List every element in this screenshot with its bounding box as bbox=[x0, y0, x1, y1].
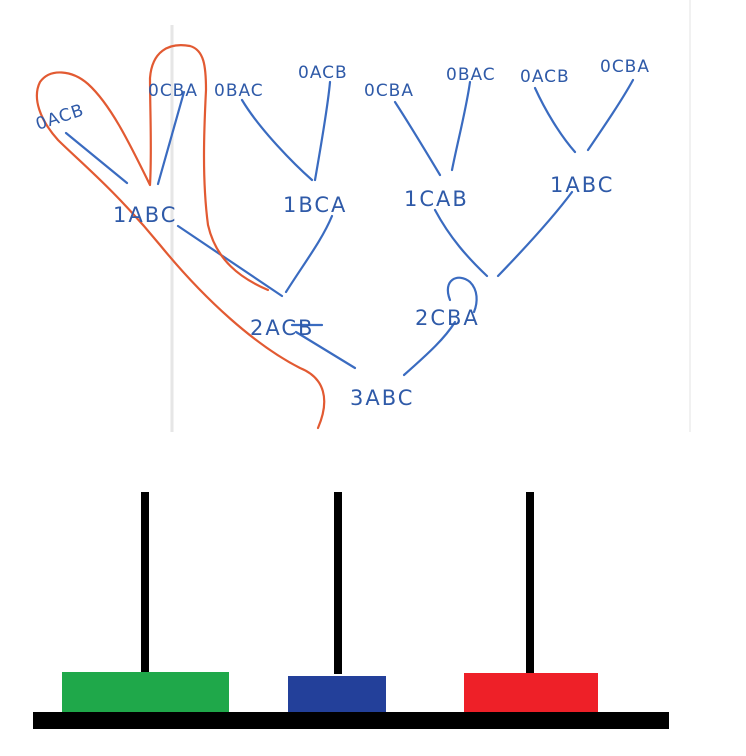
loop-2cba bbox=[446, 276, 478, 314]
edge-root-right bbox=[402, 320, 457, 377]
edge-2acb-1bca bbox=[284, 214, 334, 294]
node-level2-left: 2ACB bbox=[250, 316, 314, 340]
edge-1abc-0acb bbox=[64, 131, 129, 185]
edge-1bca-0acb bbox=[313, 80, 332, 182]
red-disk[interactable] bbox=[464, 673, 598, 712]
rod-left bbox=[141, 492, 149, 674]
leaf-7: 0ACB bbox=[520, 67, 570, 87]
edge-1abc-0acb-right bbox=[533, 86, 577, 154]
edge-2acb-1abc bbox=[176, 224, 284, 298]
tree-edges bbox=[64, 78, 635, 377]
node-root: 3ABC bbox=[350, 386, 414, 410]
node-level1-3: 1CAB bbox=[404, 187, 469, 211]
tower-of-hanoi bbox=[33, 492, 669, 729]
leaf-4: 0ACB bbox=[298, 63, 348, 83]
green-disk[interactable] bbox=[62, 672, 229, 712]
edge-2cba-1cab bbox=[433, 208, 489, 278]
leaf-8: 0CBA bbox=[600, 57, 650, 77]
node-level1-2: 1BCA bbox=[283, 193, 347, 217]
rod-right bbox=[526, 492, 534, 674]
edge-root-left bbox=[294, 330, 357, 370]
edge-1abc-0cba-right bbox=[586, 78, 635, 152]
edge-1abc-0cba bbox=[156, 90, 186, 186]
node-level2-right: 2CBA bbox=[415, 306, 480, 330]
base-platform bbox=[33, 712, 669, 729]
leaf-6: 0BAC bbox=[446, 65, 496, 85]
leaf-3: 0BAC bbox=[214, 81, 264, 101]
edge-1bca-0bac bbox=[240, 98, 314, 182]
node-level1-1: 1ABC bbox=[113, 203, 177, 227]
node-level1-4: 1ABC bbox=[550, 173, 614, 197]
edge-1cab-0cba bbox=[393, 100, 442, 177]
leaf-2: 0CBA bbox=[148, 81, 198, 101]
blue-disk[interactable] bbox=[288, 676, 386, 712]
edge-1cab-0bac bbox=[450, 80, 472, 172]
leaf-5: 0CBA bbox=[364, 81, 414, 101]
edge-2cba-1abc bbox=[496, 190, 574, 278]
rod-middle bbox=[334, 492, 342, 674]
recursion-loop-annotation bbox=[35, 44, 326, 430]
